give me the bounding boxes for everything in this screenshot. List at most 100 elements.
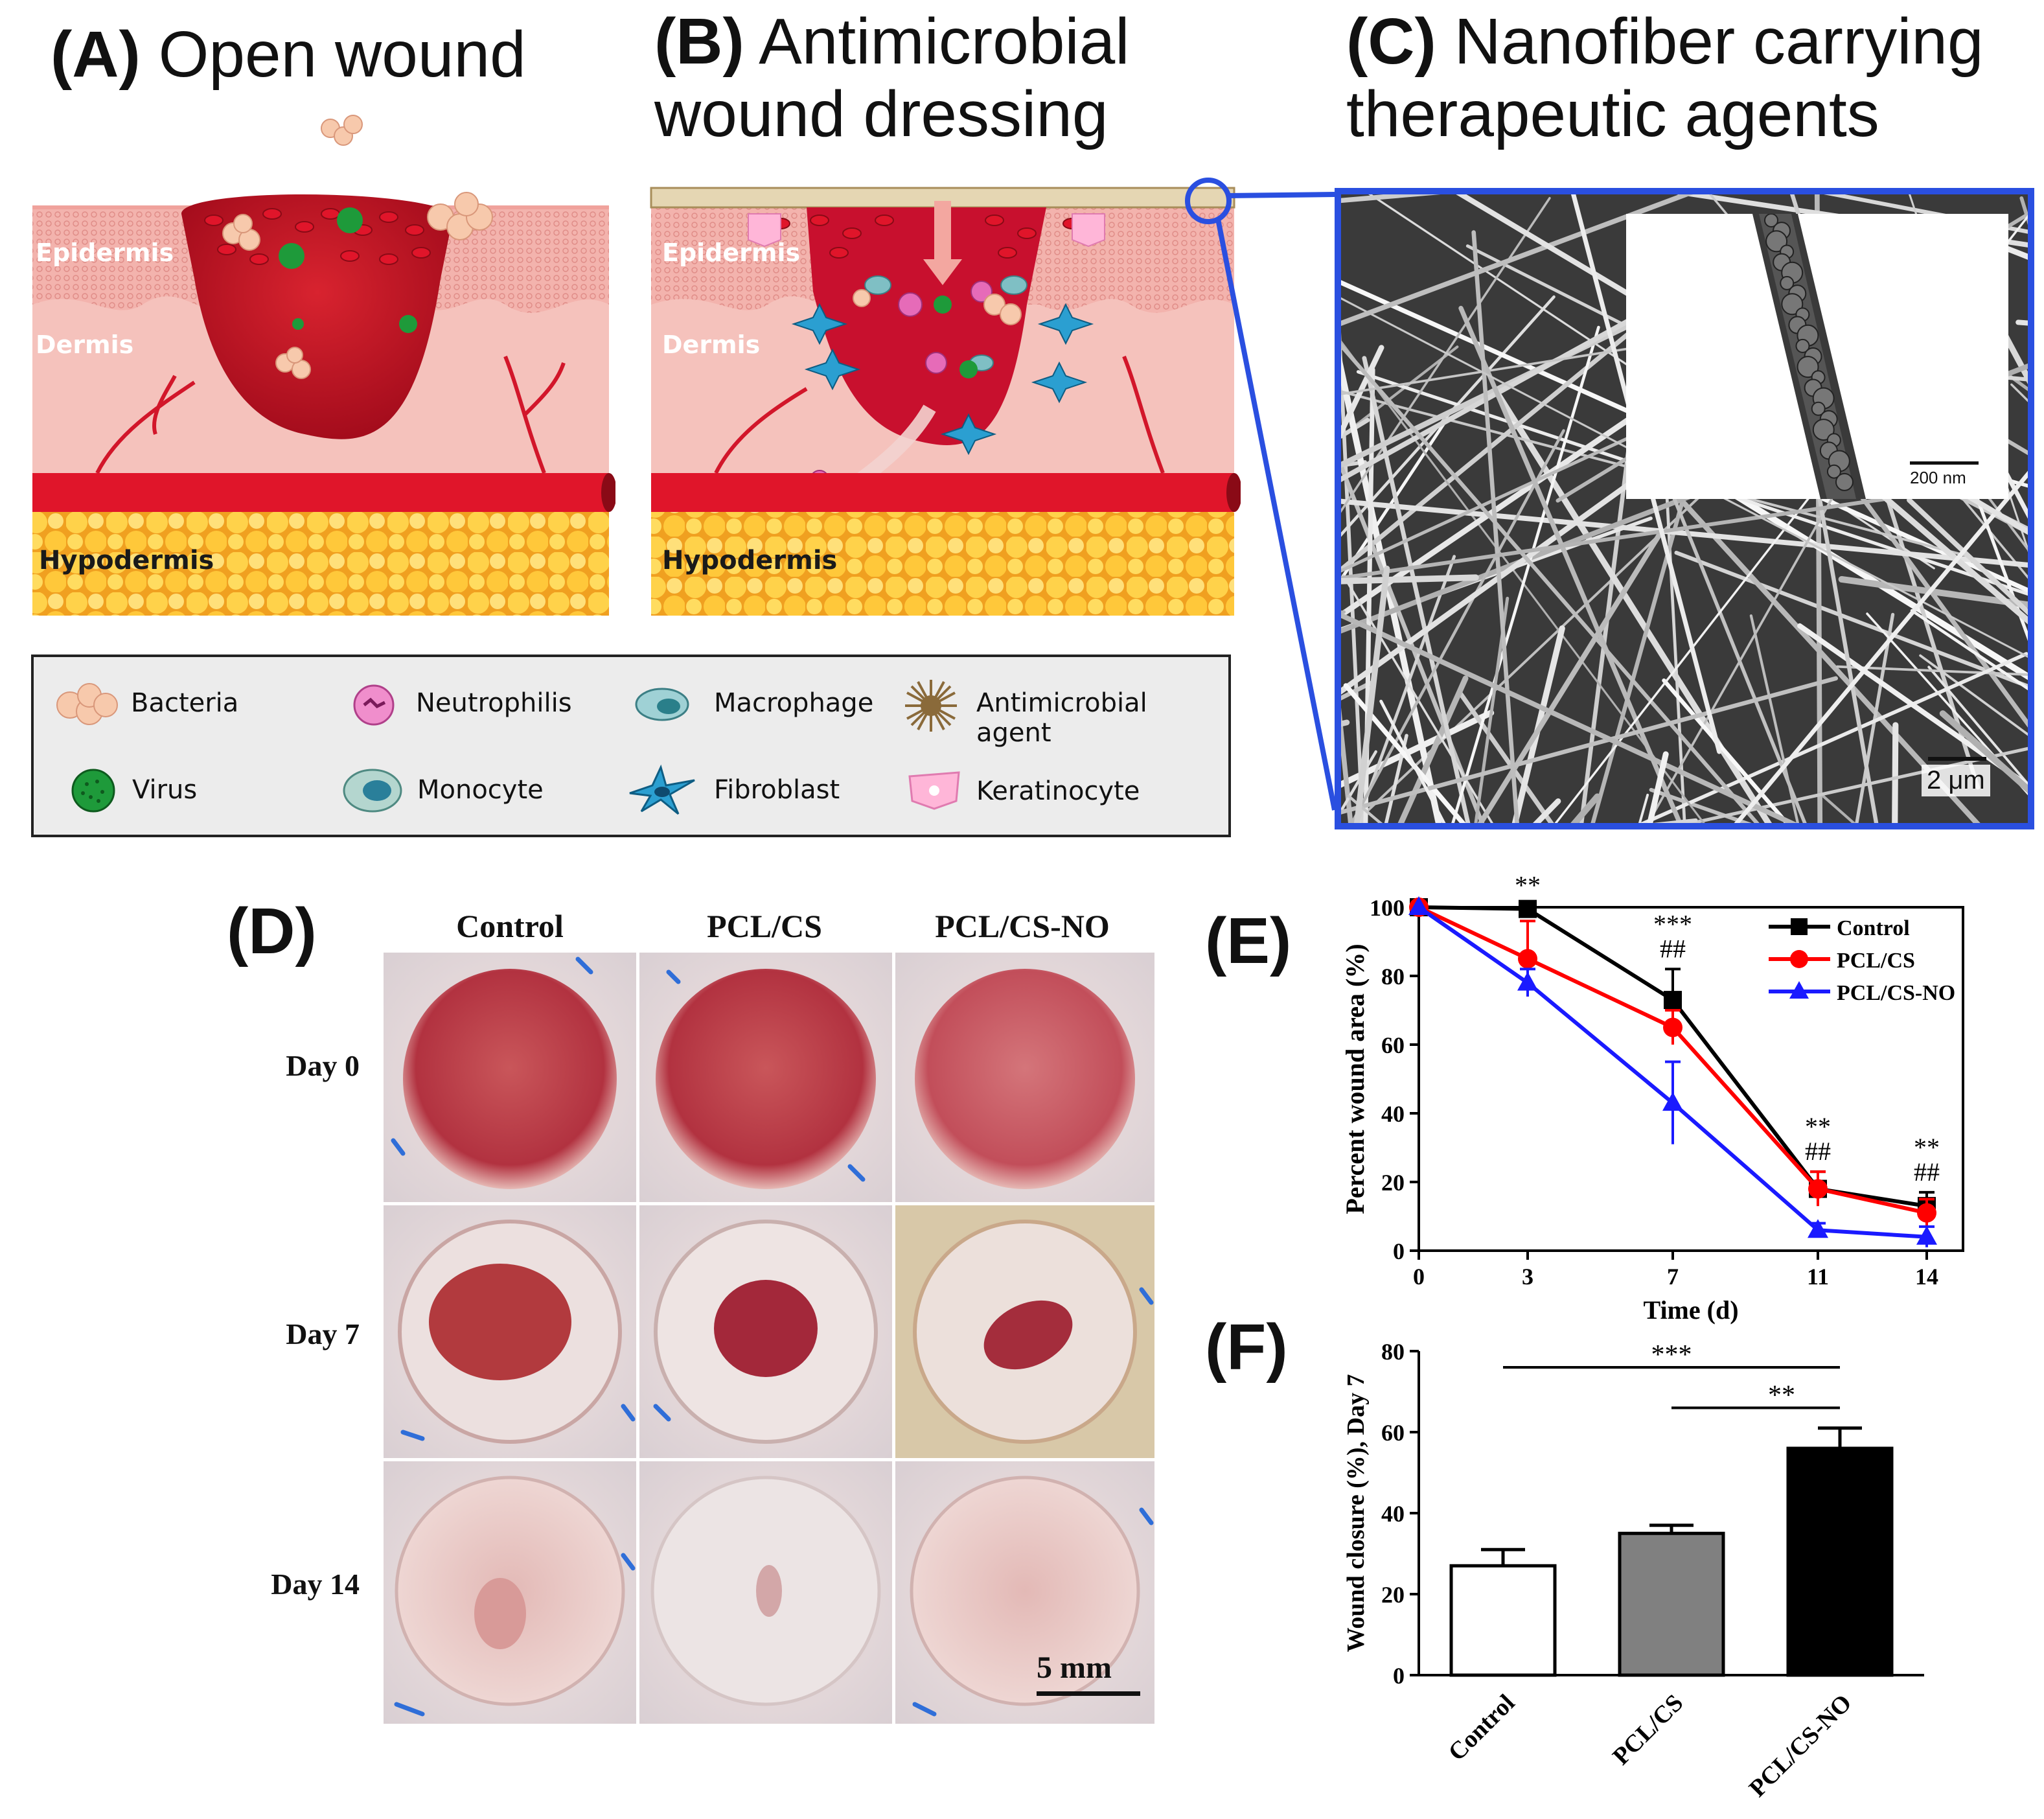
bar xyxy=(1449,1564,1557,1677)
nanofiber xyxy=(1341,435,1696,695)
nanofiber xyxy=(1341,342,1760,823)
data-point xyxy=(1808,1219,1828,1238)
x-tick-label: 11 xyxy=(1807,1264,1829,1290)
panel-a-title: (A) Open wound xyxy=(51,18,526,91)
legend-label: PCL/CS xyxy=(1837,949,1915,973)
epidermis-label-b: Epidermis xyxy=(662,238,801,267)
x-tick-label: PCL/CS xyxy=(1607,1689,1688,1770)
data-point xyxy=(1518,949,1537,969)
legend-label: Fibroblast xyxy=(714,775,840,805)
panel-d-letter: (D) xyxy=(227,895,317,967)
significance-mark: ** xyxy=(1914,1133,1940,1162)
nanofiber xyxy=(1341,462,1485,823)
legend-label: Keratinocyte xyxy=(976,776,1140,806)
y-tick-label: 40 xyxy=(1381,1101,1405,1127)
fiber-bead xyxy=(1781,293,1804,316)
y-axis-label: Percent wound area (%) xyxy=(1340,944,1370,1214)
dermis-label: Dermis xyxy=(36,330,134,359)
nanofiber xyxy=(1471,230,1519,823)
nanofiber xyxy=(1379,699,1446,823)
y-axis-label: Wound closure (%), Day 7 xyxy=(1342,1374,1370,1652)
antimicrobial-agent-icon xyxy=(902,677,960,738)
nanofiber xyxy=(1866,612,2028,796)
nanofiber xyxy=(1362,356,1471,823)
single-fiber-tem xyxy=(1752,213,1866,499)
nanofiber xyxy=(1797,623,2028,789)
fiber-bead xyxy=(1795,338,1810,353)
x-tick-label: PCL/CS-NO xyxy=(1744,1689,1857,1803)
legend-marker xyxy=(1791,918,1808,935)
virus-icon xyxy=(67,765,119,820)
x-tick-label: 3 xyxy=(1522,1264,1533,1290)
data-point xyxy=(1662,1092,1683,1111)
column-header: PCL/CS xyxy=(707,908,822,944)
data-point xyxy=(1408,896,1429,915)
significance-mark: ## xyxy=(1660,934,1686,963)
nanofiber xyxy=(1474,596,1510,823)
significance-mark: ** xyxy=(1515,870,1541,899)
nanofiber xyxy=(1341,295,1556,537)
significance-mark: ** xyxy=(1805,1112,1831,1141)
legend-label: Virus xyxy=(132,775,198,805)
nanofiber xyxy=(1511,625,1565,823)
nanofiber xyxy=(1341,194,1694,326)
y-tick-label: 20 xyxy=(1381,1170,1405,1196)
inset-scale-bar xyxy=(1910,461,1979,465)
nanofiber xyxy=(1836,665,2028,677)
nanofiber xyxy=(1341,332,1365,823)
row-header: Day 7 xyxy=(286,1317,360,1350)
nanofiber xyxy=(1451,325,1600,823)
column-header: PCL/CS-NO xyxy=(935,908,1110,944)
nanofiber xyxy=(1662,678,1790,823)
nanofiber xyxy=(1343,683,1466,823)
nanofiber xyxy=(1341,574,1479,585)
nanofiber xyxy=(1927,666,2028,786)
wound-photo-grid xyxy=(384,953,1154,1724)
y-tick-label: 60 xyxy=(1381,1032,1405,1058)
plot-frame xyxy=(1418,906,1964,1252)
zoom-connector xyxy=(1185,178,1337,811)
dressing-illustration xyxy=(650,187,1241,616)
data-point xyxy=(1917,1203,1936,1223)
keratinocyte-icon xyxy=(902,763,967,818)
x-tick-label: Control xyxy=(1443,1689,1521,1767)
sem-scale-bar xyxy=(1928,757,1986,761)
nanofiber xyxy=(1341,196,1551,513)
data-point xyxy=(1519,899,1537,918)
data-point xyxy=(1517,971,1538,991)
nanofiber xyxy=(1341,421,1447,583)
nanofiber xyxy=(1341,342,1661,395)
sem-image-frame: 200 nm 2 μm xyxy=(1335,188,2034,829)
panel-e-letter: (E) xyxy=(1205,905,1292,977)
nanofiber xyxy=(1749,614,1800,823)
fiber-bead xyxy=(1812,419,1835,441)
x-axis-label: Time (d) xyxy=(1643,1295,1738,1325)
nanofiber xyxy=(1341,497,1886,581)
nanofiber xyxy=(1341,498,2028,568)
y-tick-label: 80 xyxy=(1381,964,1405,990)
nanofiber xyxy=(1353,565,1390,823)
y-tick-label: 80 xyxy=(1381,1339,1405,1365)
data-point xyxy=(1808,1179,1828,1199)
photo-scale-label: 5 mm xyxy=(1037,1651,1112,1685)
fiber-bead xyxy=(1764,213,1778,227)
nanofiber xyxy=(1477,530,1663,823)
legend-label: Antimicrobial agent xyxy=(976,688,1147,748)
y-tick-label: 20 xyxy=(1381,1582,1405,1608)
significance-mark: ** xyxy=(1768,1381,1795,1411)
nanofiber xyxy=(1838,575,2028,608)
data-point xyxy=(1664,991,1682,1010)
macrophage-icon xyxy=(630,682,695,730)
column-header: Control xyxy=(456,908,564,944)
legend-marker xyxy=(1790,950,1808,968)
nanofiber xyxy=(1341,343,1740,619)
fiber-bead xyxy=(1811,401,1826,416)
nanofiber xyxy=(1355,555,1456,823)
significance-mark: ## xyxy=(1914,1157,1940,1187)
legend-label: Control xyxy=(1837,916,1910,940)
tem-inset: 200 nm xyxy=(1626,213,2008,499)
photo-scale-bar xyxy=(1037,1691,1140,1696)
nanofiber xyxy=(1341,309,1658,573)
fiber-bead xyxy=(1765,230,1788,253)
